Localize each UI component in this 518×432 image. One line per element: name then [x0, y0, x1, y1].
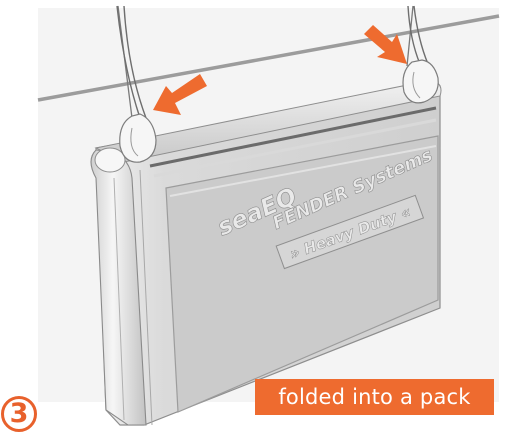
roll-end-cap: [95, 148, 125, 172]
step-number-badge: 3: [1, 396, 37, 432]
step-caption: folded into a pack: [255, 379, 494, 415]
